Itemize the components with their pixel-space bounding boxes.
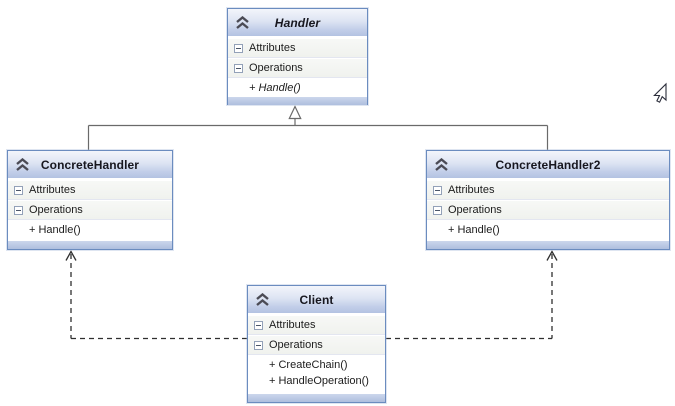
collapse-minus-icon[interactable] <box>254 321 263 330</box>
attributes-label: Attributes <box>269 319 316 331</box>
class-title: Client <box>299 292 334 307</box>
inheritance-triangle-icon <box>288 105 302 120</box>
class-title: ConcreteHandler <box>40 157 140 172</box>
attributes-label: Attributes <box>448 184 495 196</box>
operations-label: Operations <box>448 204 502 216</box>
node-footer <box>248 393 385 402</box>
collapse-chevron-icon[interactable] <box>434 158 449 172</box>
association-client-concretehandler[interactable] <box>65 250 247 340</box>
operations-label: Operations <box>249 62 303 74</box>
class-title: Handler <box>274 15 321 30</box>
operations-section[interactable]: Operations <box>427 201 669 220</box>
association-client-concretehandler2[interactable] <box>386 250 558 340</box>
attributes-section[interactable]: Attributes <box>8 181 172 200</box>
open-arrowhead-icon <box>65 250 77 261</box>
class-header[interactable]: Client <box>248 286 385 315</box>
collapse-minus-icon[interactable] <box>433 206 442 215</box>
operations-section[interactable]: Operations <box>8 201 172 220</box>
operations-label: Operations <box>29 204 83 216</box>
operations-section[interactable]: Operations <box>248 336 385 355</box>
attributes-section[interactable]: Attributes <box>248 316 385 335</box>
class-header[interactable]: ConcreteHandler2 <box>427 151 669 180</box>
collapse-chevron-icon[interactable] <box>235 16 250 30</box>
operation-item[interactable]: + CreateChain() <box>269 359 348 371</box>
class-node-client[interactable]: Client Attributes Operations + CreateCha… <box>247 285 386 403</box>
collapse-chevron-icon[interactable] <box>15 158 30 172</box>
members-area: + CreateChain() + HandleOperation() <box>248 355 385 393</box>
class-header[interactable]: Handler <box>228 9 367 38</box>
node-footer <box>228 96 367 105</box>
operation-item[interactable]: + Handle() <box>448 224 500 236</box>
members-area: + Handle() <box>228 78 367 96</box>
inheritance-connector[interactable] <box>87 105 549 151</box>
node-footer <box>427 240 669 249</box>
attributes-label: Attributes <box>29 184 76 196</box>
class-node-handler[interactable]: Handler Attributes Operations + Handle() <box>227 8 368 105</box>
mouse-cursor <box>653 82 667 103</box>
operations-section[interactable]: Operations <box>228 59 367 78</box>
attributes-label: Attributes <box>249 42 296 54</box>
collapse-chevron-icon[interactable] <box>255 293 270 307</box>
collapse-minus-icon[interactable] <box>254 341 263 350</box>
node-footer <box>8 240 172 249</box>
attributes-section[interactable]: Attributes <box>427 181 669 200</box>
operation-item[interactable]: + Handle() <box>249 82 301 94</box>
operation-item[interactable]: + Handle() <box>29 224 81 236</box>
class-title: ConcreteHandler2 <box>495 157 601 172</box>
operation-item[interactable]: + HandleOperation() <box>269 375 369 387</box>
class-node-concretehandler2[interactable]: ConcreteHandler2 Attributes Operations +… <box>426 150 670 250</box>
collapse-minus-icon[interactable] <box>433 186 442 195</box>
operations-label: Operations <box>269 339 323 351</box>
collapse-minus-icon[interactable] <box>234 64 243 73</box>
open-arrowhead-icon <box>546 250 558 261</box>
attributes-section[interactable]: Attributes <box>228 39 367 58</box>
class-header[interactable]: ConcreteHandler <box>8 151 172 180</box>
members-area: + Handle() <box>427 220 669 240</box>
class-node-concretehandler[interactable]: ConcreteHandler Attributes Operations + … <box>7 150 173 250</box>
collapse-minus-icon[interactable] <box>234 44 243 53</box>
collapse-minus-icon[interactable] <box>14 186 23 195</box>
collapse-minus-icon[interactable] <box>14 206 23 215</box>
members-area: + Handle() <box>8 220 172 240</box>
